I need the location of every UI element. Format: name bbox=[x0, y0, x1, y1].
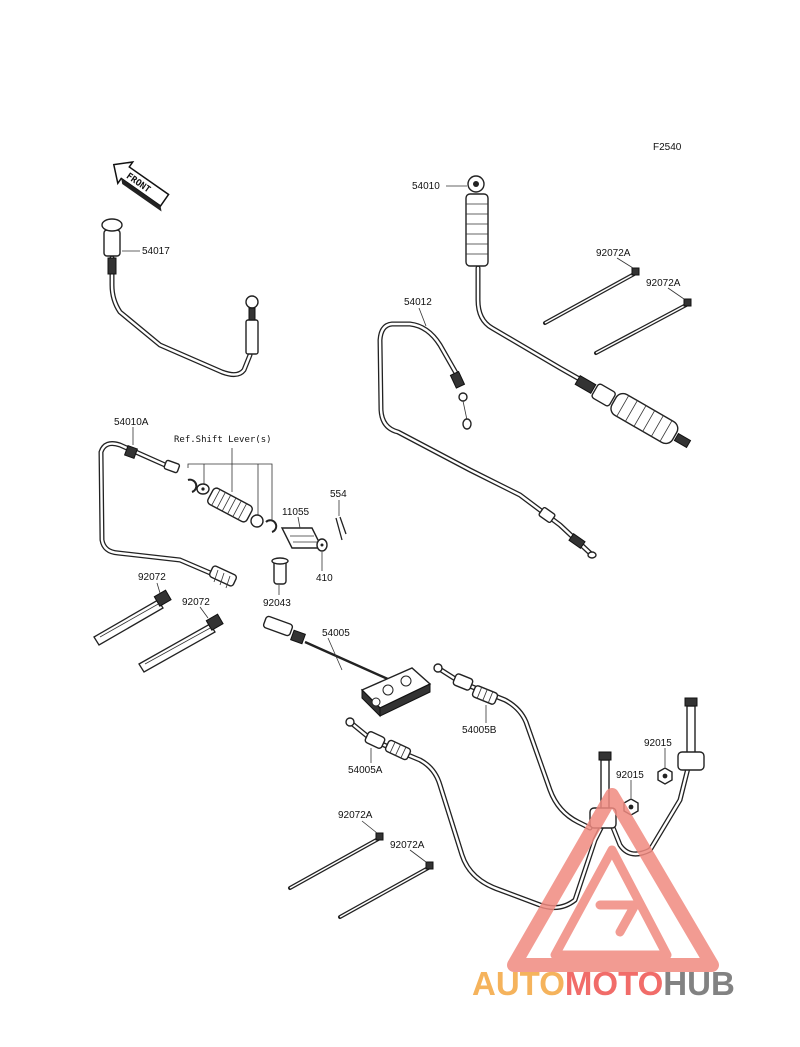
cable-54010[interactable] bbox=[465, 175, 695, 454]
zip-tie-92072-1[interactable] bbox=[93, 589, 172, 646]
nut-92015-2[interactable] bbox=[657, 767, 673, 785]
label-11055: 11055 bbox=[282, 507, 310, 518]
label-92072a-2: 92072A bbox=[646, 278, 681, 289]
label-92072-2: 92072 bbox=[182, 597, 210, 608]
junction-box bbox=[360, 667, 432, 718]
label-54010a: 54010A bbox=[114, 417, 149, 428]
ref-shift-lever-note: Ref.Shift Lever(s) bbox=[174, 435, 272, 445]
watermark-auto: AUTO bbox=[472, 965, 565, 1002]
watermark-hub: HUB bbox=[663, 965, 735, 1002]
cable-54010a[interactable] bbox=[98, 441, 238, 589]
cable-54005a[interactable] bbox=[345, 717, 693, 911]
cable-54005b[interactable] bbox=[433, 663, 593, 831]
label-54005b: 54005B bbox=[462, 725, 497, 736]
label-410: 410 bbox=[316, 573, 333, 584]
cable-54017[interactable] bbox=[101, 218, 259, 378]
figure-code: F2540 bbox=[653, 142, 682, 153]
watermark-moto: MOTO bbox=[565, 965, 663, 1002]
zip-tie-92072a-bottom-1[interactable] bbox=[288, 832, 384, 890]
zip-tie-92072a-bottom-2[interactable] bbox=[338, 861, 434, 919]
label-92072a-3: 92072A bbox=[338, 810, 373, 821]
front-arrow-icon: FRONT bbox=[112, 161, 170, 212]
label-54005: 54005 bbox=[322, 628, 350, 639]
bracket-11055[interactable] bbox=[280, 527, 324, 549]
threaded-rod-2[interactable] bbox=[677, 697, 705, 771]
label-554: 554 bbox=[330, 489, 347, 500]
pin-92043[interactable] bbox=[271, 557, 289, 585]
label-92072a-4: 92072A bbox=[390, 840, 425, 851]
boot-54010 bbox=[465, 193, 489, 267]
label-92072-1: 92072 bbox=[138, 572, 166, 583]
cable-54005[interactable] bbox=[262, 615, 432, 718]
svg-text:AUTOMOTOHUB: AUTOMOTOHUB bbox=[472, 965, 735, 1002]
zip-tie-92072-2[interactable] bbox=[138, 613, 224, 673]
label-54012: 54012 bbox=[404, 297, 432, 308]
label-92015-2: 92015 bbox=[644, 738, 672, 749]
zip-tie-92072a-top-2[interactable] bbox=[594, 298, 692, 355]
label-54005a: 54005A bbox=[348, 765, 383, 776]
label-92072a-1: 92072A bbox=[596, 248, 631, 259]
watermark-logo: AUTOMOTOHUB bbox=[472, 788, 735, 1002]
label-92015-1: 92015 bbox=[616, 770, 644, 781]
label-54017: 54017 bbox=[142, 246, 170, 257]
label-92043: 92043 bbox=[263, 598, 291, 609]
label-54010: 54010 bbox=[412, 181, 440, 192]
shift-lever-parts[interactable] bbox=[187, 478, 278, 533]
cable-54012[interactable] bbox=[377, 321, 597, 559]
washer-410[interactable] bbox=[316, 538, 328, 552]
cotter-pin-554[interactable] bbox=[335, 516, 347, 541]
zip-tie-92072a-top-1[interactable] bbox=[543, 267, 640, 325]
